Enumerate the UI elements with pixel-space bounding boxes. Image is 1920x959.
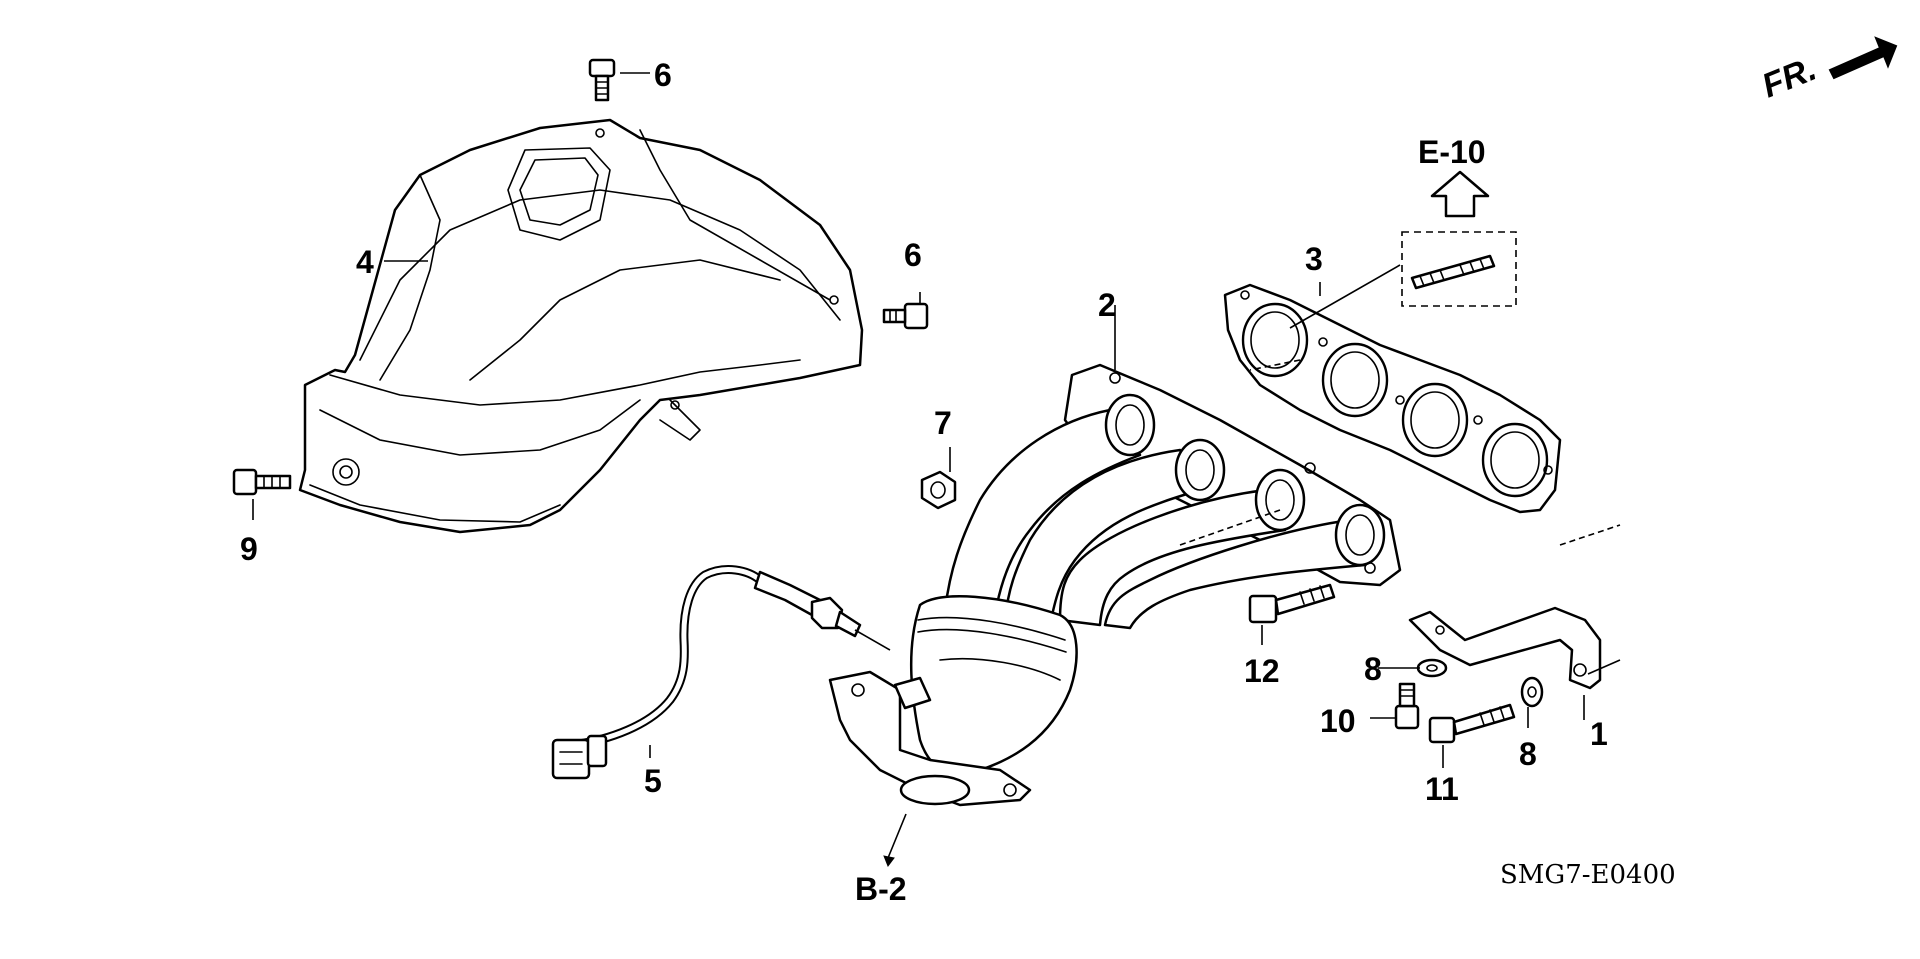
bolt-11 (1428, 703, 1516, 744)
callout-6-top: 6 (654, 57, 672, 93)
callout-8-lower: 8 (1519, 736, 1537, 772)
front-arrow-icon (1828, 36, 1898, 80)
callout-9: 9 (240, 531, 258, 567)
heat-shield-part (298, 118, 864, 534)
callout-4: 4 (356, 244, 374, 280)
oxygen-sensor-part (551, 565, 862, 780)
diagram-reference-code: SMG7-E0400 (1500, 860, 1676, 890)
reference-up-arrow-icon (1430, 170, 1490, 218)
bolt-6-right (882, 302, 929, 330)
lower-reference-arrowhead-icon (883, 855, 895, 868)
front-direction-indicator: FR. (1757, 36, 1898, 106)
callout-7: 7 (934, 405, 952, 441)
reference-b2-label: B-2 (855, 871, 907, 907)
washer-8-upper (1416, 658, 1448, 678)
callout-6-right: 6 (904, 237, 922, 273)
nut-7 (920, 470, 957, 510)
callout-1: 1 (1590, 716, 1608, 752)
callout-11: 11 (1425, 771, 1459, 807)
manifold-gasket-part (1223, 283, 1562, 514)
leader-lines (252, 72, 1621, 859)
callout-12: 12 (1244, 653, 1280, 689)
callout-10: 10 (1320, 703, 1356, 739)
washer-8-lower (1520, 676, 1544, 708)
manifold-bracket-part (1408, 606, 1602, 690)
callout-5: 5 (644, 763, 662, 799)
callout-2: 2 (1098, 287, 1116, 323)
callout-3: 3 (1305, 241, 1323, 277)
bolt-9 (232, 468, 292, 496)
exhaust-manifold-part (828, 363, 1402, 807)
bolt-10 (1394, 682, 1420, 730)
front-label: FR. (1757, 50, 1822, 106)
bolt-6-top (588, 58, 616, 102)
reference-e10-label: E-10 (1418, 134, 1486, 170)
bolt-12 (1248, 583, 1336, 624)
callout-8-upper: 8 (1364, 651, 1382, 687)
callout-labels: 1 2 3 4 5 6 6 7 8 8 9 10 11 12 (240, 57, 1608, 807)
stud-reference-box (1401, 170, 1517, 307)
